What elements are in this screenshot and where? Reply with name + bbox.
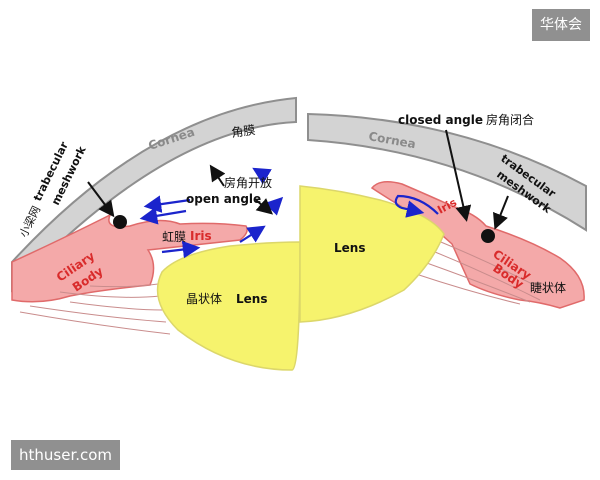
open-angle-label: open angle: [186, 192, 261, 206]
open-angle-pointers: [87, 164, 274, 218]
iris-zh-label-left: 虹膜: [162, 230, 186, 244]
lens-zh-label-left: 晶状体: [186, 292, 222, 306]
iris-label-left: Iris: [190, 229, 212, 243]
lens-left: [156, 241, 301, 371]
zonule-fibers-right: [415, 239, 549, 305]
ciliary-zh-label-right: 睫状体: [530, 281, 566, 295]
watermark-bottom-left: hthuser.com: [11, 440, 121, 470]
open-angle-panel: Cornea 角膜 房角开放 open angle trabecular mes…: [11, 96, 301, 371]
cornea-zh-label-left: 角膜: [230, 123, 256, 140]
lens-right: [299, 185, 445, 323]
closed-angle-zh-label: 房角闭合: [486, 112, 534, 127]
cornea-left: [11, 96, 297, 293]
zonule-fibers-left: [19, 283, 171, 335]
flow-arrow-right: [394, 194, 439, 218]
lens-label-right: Lens: [334, 241, 365, 255]
closed-angle-panel: Cornea closed angle 房角闭合 trabecular mesh…: [299, 112, 587, 323]
closed-angle-pointers: [445, 129, 509, 230]
open-angle-zh-label: 房角开放: [224, 175, 272, 190]
trabecular-meshwork-left: [113, 215, 127, 229]
lens-label-left: Lens: [236, 292, 267, 306]
trabecular-meshwork-right: [481, 229, 495, 243]
watermark-top-right: 华体会: [532, 9, 590, 41]
cornea-right: [307, 112, 587, 232]
closed-angle-label: closed angle: [398, 113, 483, 127]
